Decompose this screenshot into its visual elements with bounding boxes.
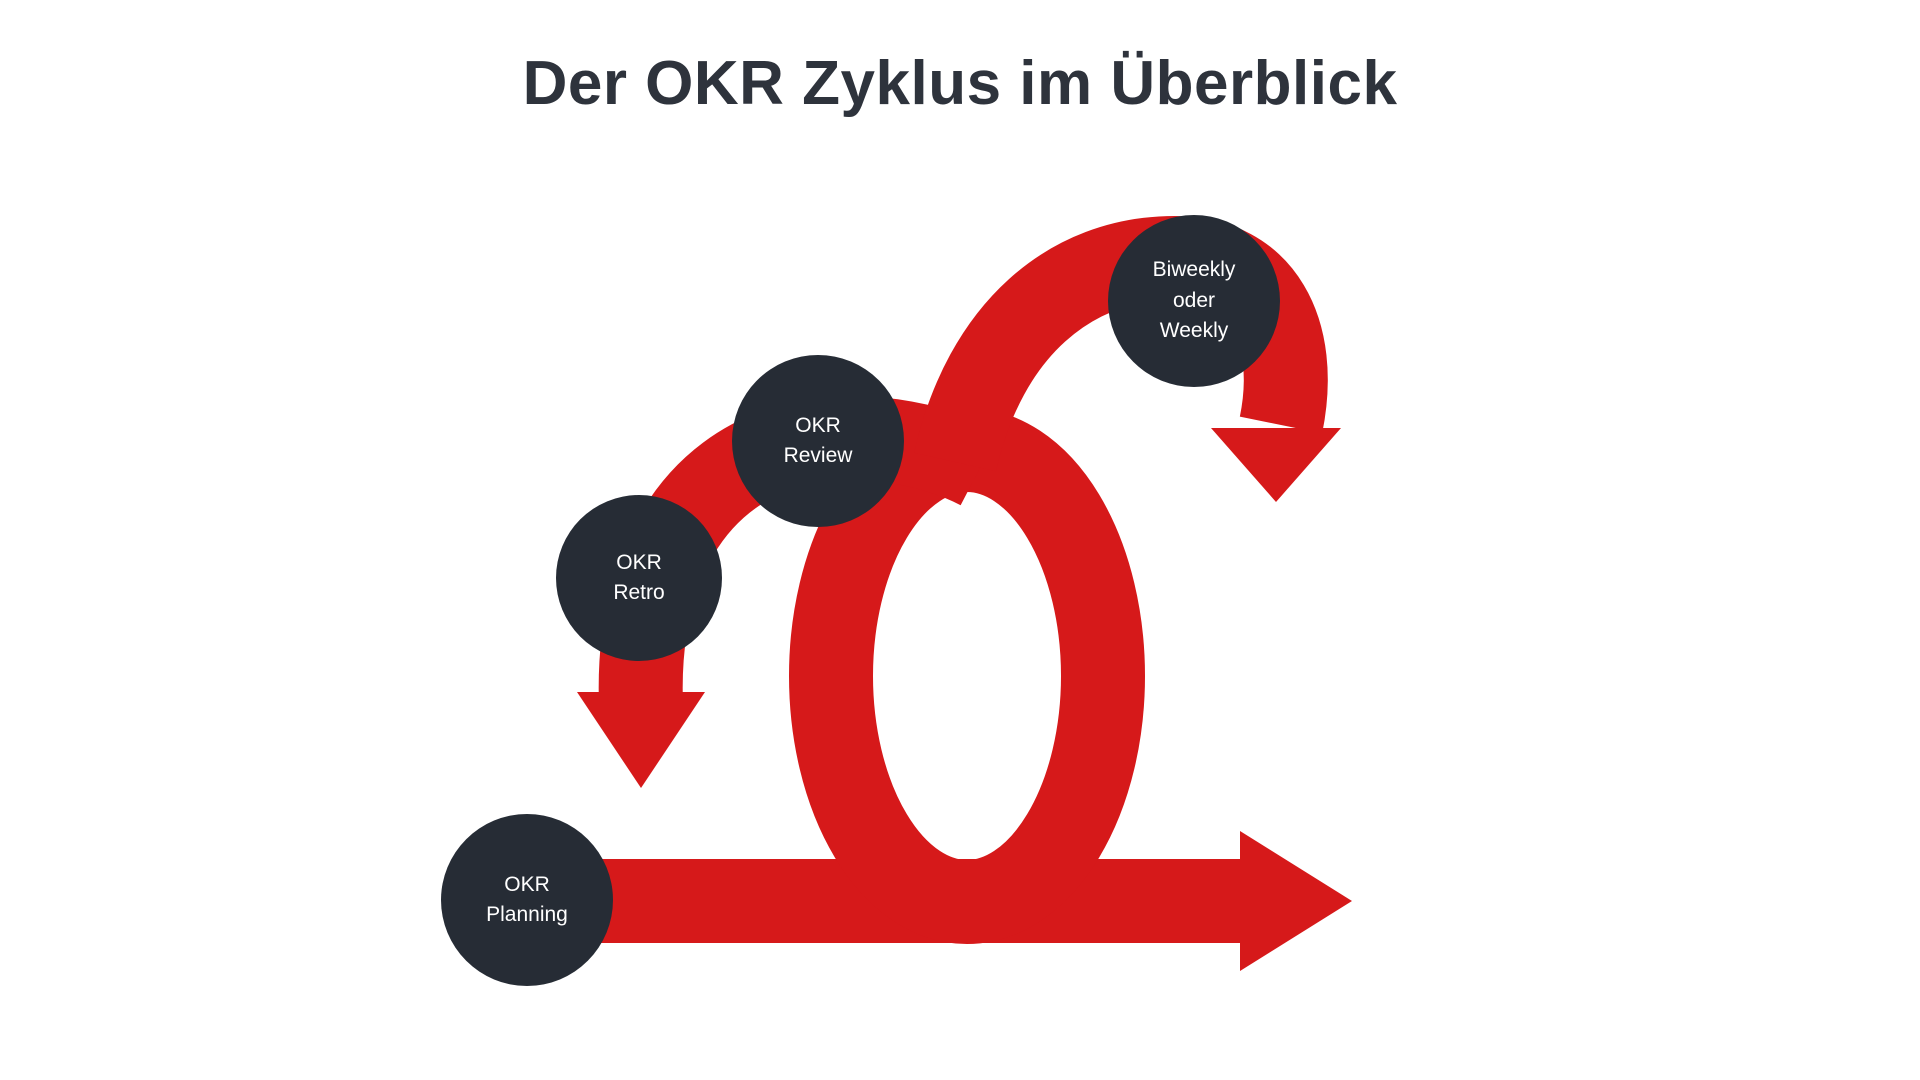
sprint-loop [789, 408, 1145, 944]
node-okr-planning: OKR Planning [441, 814, 613, 986]
node-okr-retro: OKR Retro [556, 495, 722, 661]
node-okr-retro-label: OKR Retro [613, 550, 665, 604]
node-okr-planning-label: OKR Planning [486, 872, 568, 926]
page-title: Der OKR Zyklus im Überblick [522, 49, 1398, 118]
weekly-down-arrowhead [1211, 428, 1341, 502]
node-okr-review-label: OKR Review [783, 413, 853, 467]
node-okr-review: OKR Review [732, 355, 904, 527]
flow-arrowhead-right [1240, 831, 1352, 971]
retro-down-arrowhead [577, 692, 705, 788]
node-biweekly-weekly-label: Biweekly oder Weekly [1152, 258, 1236, 343]
node-biweekly-weekly: Biweekly oder Weekly [1108, 215, 1280, 387]
